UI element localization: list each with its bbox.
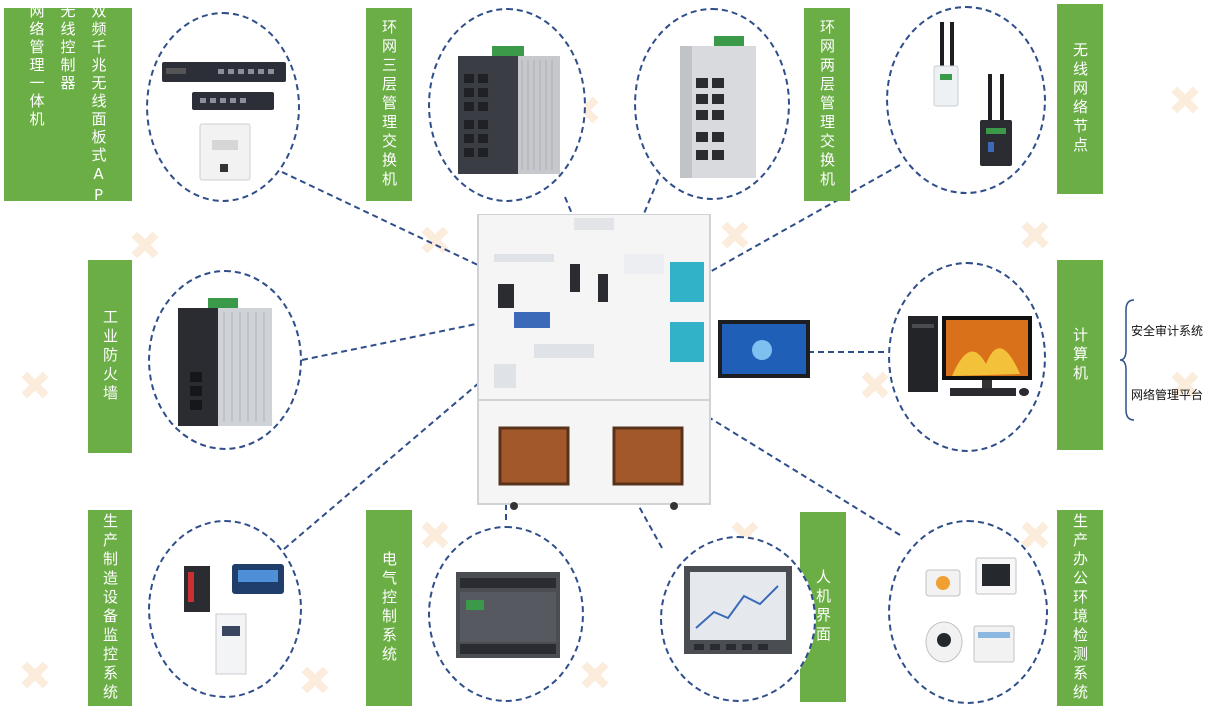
connector-mgmt bbox=[281, 171, 521, 286]
connector-wireless bbox=[659, 164, 901, 301]
hmi-panel-icon bbox=[684, 566, 792, 654]
circle-wireless-node bbox=[886, 6, 1046, 194]
circle-prod-monitor bbox=[148, 520, 302, 698]
wireless-node-icon bbox=[933, 22, 1012, 166]
circle-computer bbox=[888, 262, 1046, 452]
industrial-switch-icon bbox=[458, 46, 560, 174]
label-ring2: 环网两层管理交换机 bbox=[804, 8, 850, 201]
label-mgmt: 网络管理一体机 bbox=[27, 2, 46, 129]
label-firewall: 工业防火墙 bbox=[88, 260, 132, 453]
label-computer: 计算机 bbox=[1057, 260, 1103, 450]
label-ac: 无线控制器 bbox=[58, 2, 77, 93]
label-env: 生产办公环境检测系统 bbox=[1057, 510, 1103, 706]
circle-ring3-switch bbox=[428, 8, 586, 202]
circle-firewall bbox=[148, 270, 302, 450]
label-prod-monitor: 生产制造设备监控系统 bbox=[88, 510, 132, 706]
env-sensor-icon bbox=[925, 557, 1017, 663]
desktop-computer-icon bbox=[908, 316, 1032, 396]
function-audit: 安全审计系统 bbox=[1131, 324, 1204, 338]
label-ap: 双频千兆无线面板式AP bbox=[89, 2, 108, 207]
din-switch-icon bbox=[680, 36, 756, 178]
label-ap-ac-mgmt: 双频千兆无线面板式AP 无线控制器 网络管理一体机 bbox=[4, 3, 132, 207]
function-network-mgmt: 网络管理平台 bbox=[1131, 388, 1204, 402]
label-electric: 电气控制系统 bbox=[366, 510, 412, 706]
router-devices-icon bbox=[162, 62, 286, 181]
firewall-device-icon bbox=[178, 298, 272, 426]
circle-ac-mgmt-ap bbox=[146, 12, 300, 202]
circle-hmi bbox=[660, 536, 816, 702]
brace-icon bbox=[1119, 299, 1135, 421]
connector-monitor bbox=[283, 364, 501, 550]
plc-controller-icon bbox=[456, 572, 560, 658]
stand-monitor-icon bbox=[718, 320, 810, 378]
circle-ring2-switch bbox=[634, 8, 790, 200]
circle-plc bbox=[428, 526, 584, 702]
label-wireless-node: 无线网络节点 bbox=[1057, 4, 1103, 194]
monitor-devices-icon bbox=[184, 564, 284, 675]
circle-env-sensors bbox=[888, 520, 1048, 704]
label-ring3: 环网三层管理交换机 bbox=[366, 8, 412, 201]
training-stand-icon bbox=[477, 214, 711, 510]
